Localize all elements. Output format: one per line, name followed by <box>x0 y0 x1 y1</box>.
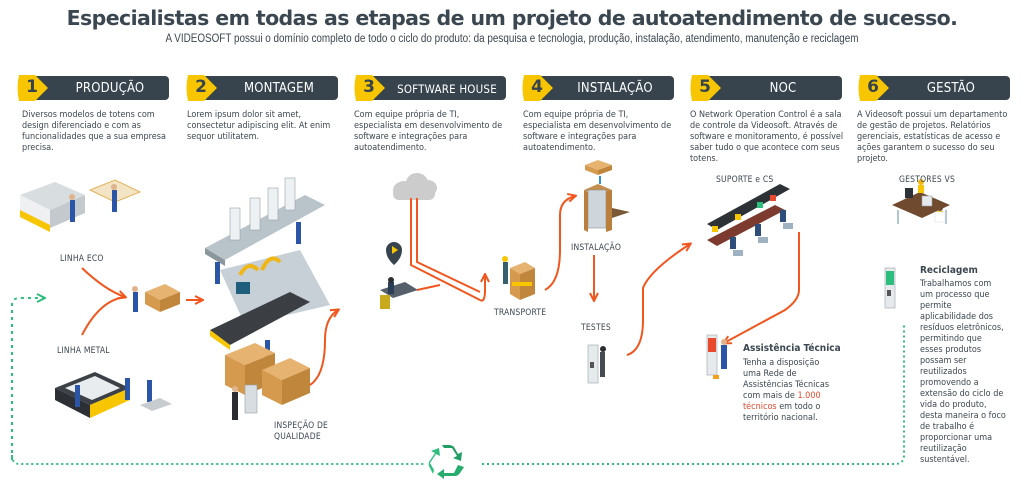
step-4-header: 4 INSTALAÇÃO <box>520 74 674 101</box>
step-badge-icon <box>186 75 217 101</box>
assistencia-text-before: Tenha a disposição uma Rede de Assistênc… <box>743 358 830 401</box>
assistencia-title: Assistência Técnica <box>743 343 841 354</box>
recycle-icon <box>428 445 464 479</box>
step-badge-icon <box>354 75 385 101</box>
label-instalacao: INSTALAÇÃO <box>571 243 622 253</box>
reciclagem-text: Trabalhamos com um processo que permite … <box>920 279 1006 465</box>
step-number: 4 <box>531 77 543 97</box>
step-number: 1 <box>26 77 38 97</box>
step-number: 5 <box>699 77 711 97</box>
linha-metal-machine-illustration <box>55 372 172 418</box>
step-label: INSTALAÇÃO <box>577 81 653 96</box>
label-linha-eco: LINHA ECO <box>60 254 104 264</box>
label-gestores: GESTORES VS <box>899 175 956 185</box>
noc-support-room-illustration <box>707 184 793 256</box>
step-2-header: 2 MONTAGEM <box>184 74 338 101</box>
step-number: 6 <box>867 77 879 97</box>
label-testes: TESTES <box>581 323 611 333</box>
developer-desk-illustration <box>380 242 418 309</box>
step-1-header: 1 PRODUÇÃO <box>15 74 169 101</box>
step-number: 3 <box>363 77 375 97</box>
installation-kiosk-illustration <box>584 160 630 232</box>
step-4-description: Com equipe própria de TI, especialista e… <box>523 110 672 153</box>
test-kiosk-illustration <box>587 344 606 384</box>
step-number: 2 <box>195 77 207 97</box>
step-5-header: 5 NOC <box>688 74 842 101</box>
recycling-kiosk-illustration <box>884 267 896 309</box>
step-6-description: A Videosoft possui um departamento de ge… <box>857 110 1008 164</box>
step-3-description: Com equipe própria de TI, especialista e… <box>354 110 503 153</box>
step-label: NOC <box>769 81 797 96</box>
linha-eco-machine-illustration <box>20 179 142 232</box>
step-label: PRODUÇÃO <box>75 81 145 96</box>
managers-desk-illustration <box>892 179 950 224</box>
step-2-description: Lorem ipsum dolor sit amet, consectetur … <box>187 110 331 142</box>
recycle-loop-path <box>11 298 44 460</box>
label-inspecao-line1: INSPEÇÃO DE <box>274 421 329 431</box>
step-1-description: Diversos modelos de totens com design di… <box>22 110 166 153</box>
page-subtitle: A VIDEOSOFT possui o domínio completo de… <box>165 33 859 45</box>
recycle-loop-bottom <box>11 325 905 465</box>
label-suporte: SUPORTE e CS <box>716 175 774 185</box>
assistencia-text-after: em todo o território nacional. <box>743 402 821 423</box>
label-transporte: TRANSPORTE <box>494 308 547 318</box>
step-6-header: 6 GESTÃO <box>856 74 1010 101</box>
step-label: SOFTWARE HOUSE <box>397 82 497 96</box>
cloud-icon <box>393 173 437 200</box>
label-linha-metal: LINHA METAL <box>57 346 110 356</box>
step-badge-icon <box>522 75 553 101</box>
transport-worker-illustration <box>502 256 535 300</box>
label-inspecao-line2: QUALIDADE <box>274 432 321 442</box>
step-5-description: O Network Operation Control é a sala de … <box>690 110 844 164</box>
assistencia-text: Tenha a disposição uma Rede de Assistênc… <box>743 358 835 424</box>
step-3-header: 3 SOFTWARE HOUSE <box>352 74 506 101</box>
step-label: GESTÃO <box>926 81 976 96</box>
step-badge-icon <box>690 75 721 101</box>
step-badge-icon <box>17 75 48 101</box>
reciclagem-title: Reciclagem <box>920 265 978 276</box>
pallet-jack-worker-illustration <box>132 284 180 312</box>
technician-kiosk-illustration <box>706 334 727 379</box>
page-title: Especialistas em todas as etapas de um p… <box>66 6 958 30</box>
assistencia-highlight: 1.000 técnicos <box>743 391 821 412</box>
assembly-line-illustration <box>205 177 330 420</box>
step-badge-icon <box>858 75 889 101</box>
step-label: MONTAGEM <box>243 81 315 96</box>
